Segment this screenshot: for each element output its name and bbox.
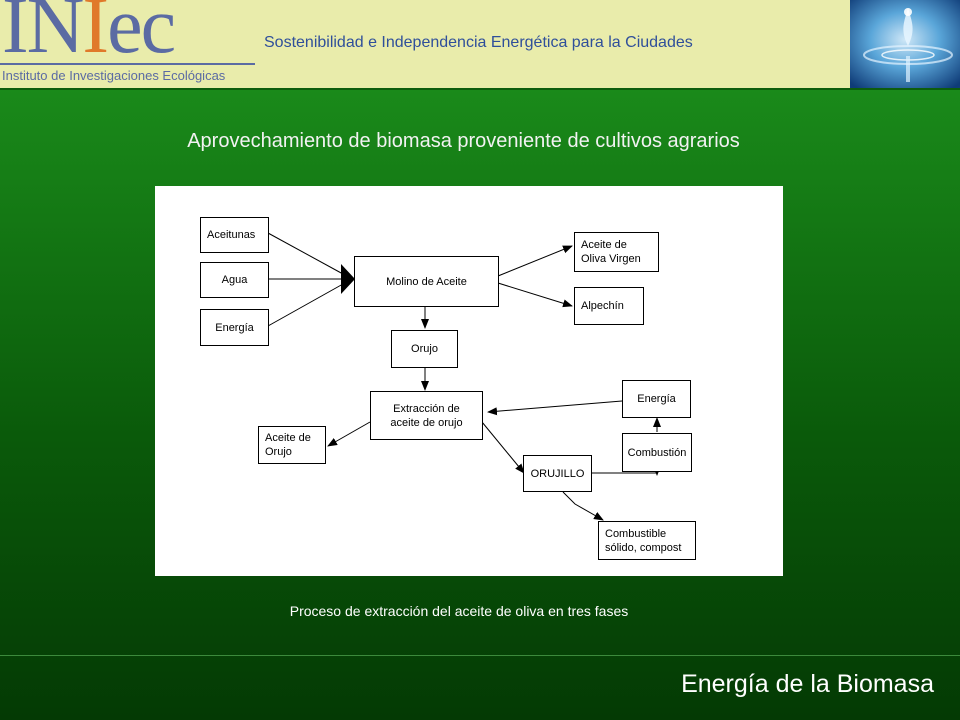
edge-orujillo-combustion xyxy=(591,465,661,475)
footer-title: Energía de la Biomasa xyxy=(681,670,934,698)
edge-extraccion-aceite-orujo xyxy=(327,421,371,447)
node-molino-aceite: Molino de Aceite xyxy=(354,256,499,307)
node-orujo: Orujo xyxy=(391,330,458,368)
node-alpechin: Alpechín xyxy=(574,287,644,325)
edge-molino-aceite-virgen xyxy=(497,245,573,277)
node-agua: Agua xyxy=(200,262,269,298)
header-tagline: Sostenibilidad e Independencia Energétic… xyxy=(264,34,693,51)
edge-aceitunas-molino xyxy=(267,232,344,275)
iniec-logo: INIec Instituto de Investigaciones Ecoló… xyxy=(0,0,258,88)
diagram-connectors xyxy=(267,232,661,521)
node-energia-output: Energía xyxy=(622,380,691,418)
node-energia-input: Energía xyxy=(200,309,269,346)
molino-input-arrowhead xyxy=(341,264,355,294)
node-orujillo: ORUJILLO xyxy=(523,455,592,492)
edge-orujillo-combustible xyxy=(562,491,604,521)
logo-wordmark: INIec xyxy=(2,0,176,70)
header-bar: INIec Instituto de Investigaciones Ecoló… xyxy=(0,0,960,88)
edge-energia-molino xyxy=(267,283,344,327)
footer-divider xyxy=(0,655,960,656)
process-diagram: Aceitunas Agua Energía Molino de Aceite … xyxy=(155,186,783,576)
water-drop-image xyxy=(850,0,960,88)
node-combustion: Combustión xyxy=(622,433,692,472)
edge-energia-extraccion xyxy=(487,400,623,416)
edge-molino-alpechin xyxy=(497,282,573,308)
diagram-caption: Proceso de extracción del aceite de oliv… xyxy=(289,603,629,619)
logo-rule xyxy=(0,63,255,65)
logo-subtitle: Instituto de Investigaciones Ecológicas xyxy=(2,68,226,83)
edge-extraccion-orujillo xyxy=(481,421,525,474)
header-divider xyxy=(0,88,960,90)
node-aceitunas: Aceitunas xyxy=(200,217,269,253)
slide-title: Aprovechamiento de biomasa proveniente d… xyxy=(187,130,740,152)
